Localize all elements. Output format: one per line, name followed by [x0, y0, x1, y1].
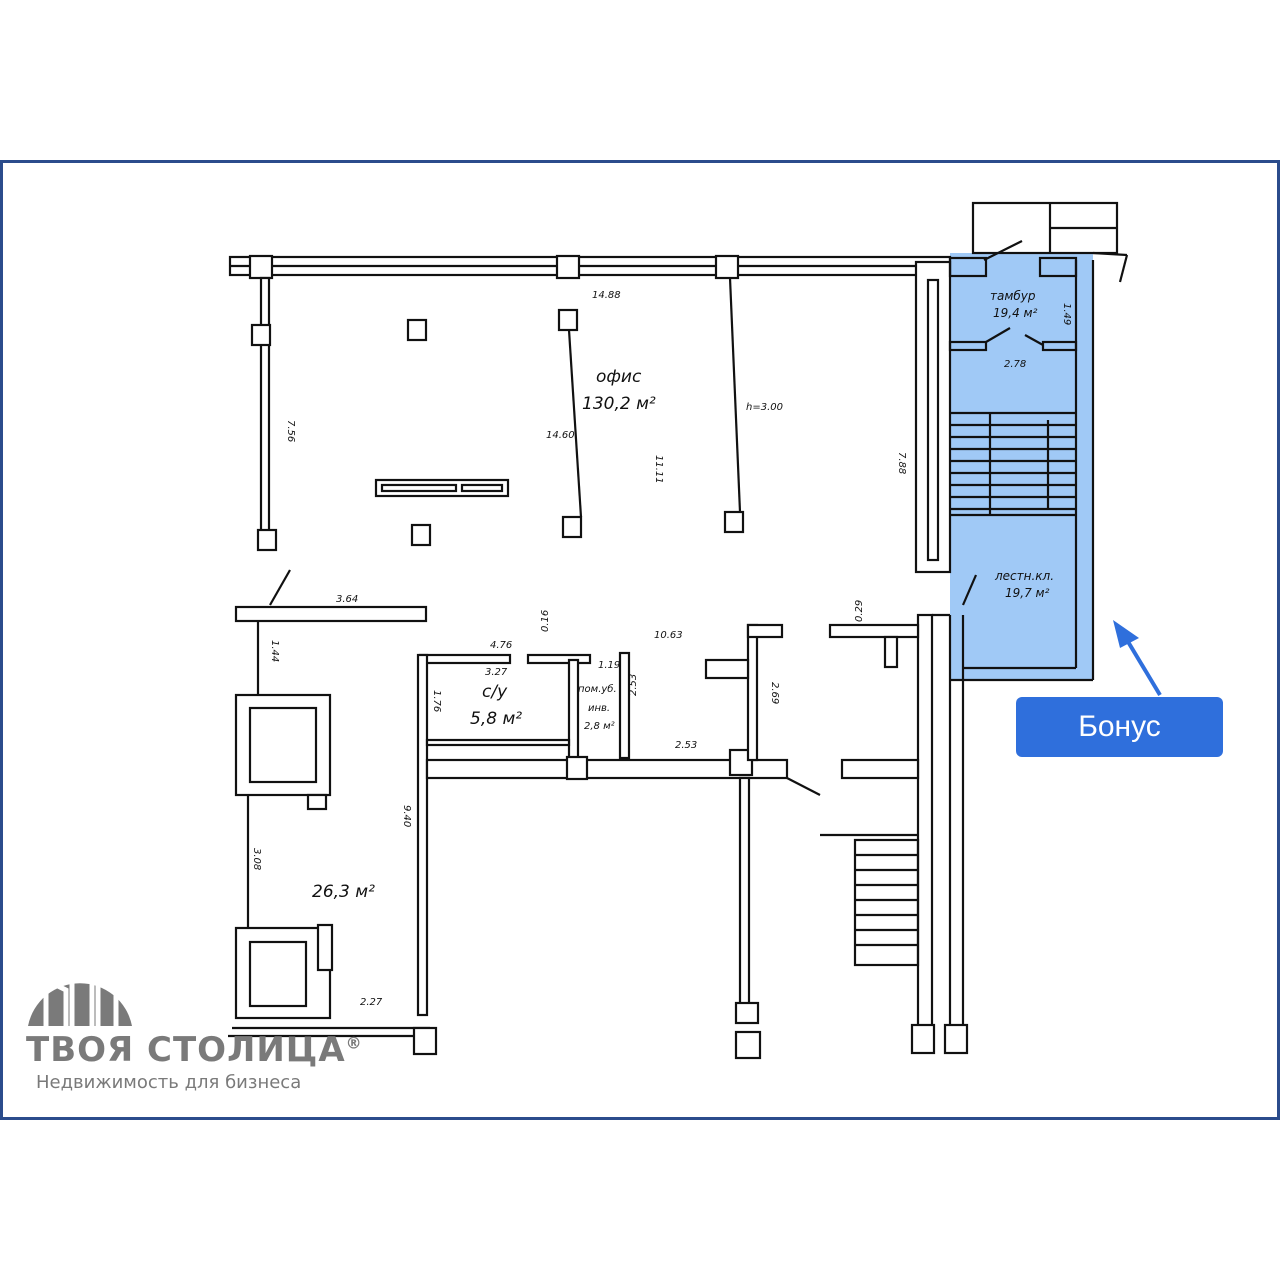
logo-title-text: ТВОЯ СТОЛИЦА [26, 1030, 346, 1070]
dim-label: 1.76 [431, 690, 442, 712]
room-name-office: офис [596, 367, 642, 387]
dim-label: 9.40 [401, 805, 412, 827]
staircase [950, 411, 1076, 517]
walls [228, 201, 1129, 1060]
dim-label: 2.53 [675, 740, 697, 751]
dim-label: 7.88 [896, 452, 907, 474]
room-area-office: 130,2 м² [582, 394, 656, 414]
dim-label: h=3.00 [746, 402, 783, 413]
logo-subtitle: Недвижимость для бизнеса [36, 1072, 302, 1093]
dim-label: 7.56 [285, 420, 296, 442]
dimension-labels: 14.88 7.56 14.60 11.11 h=3.00 7.88 3.64 … [251, 290, 1072, 1008]
room-area-cleaning: 2,8 м² [584, 721, 615, 732]
room-name-vestibule: тамбур [990, 289, 1036, 303]
dim-label: 3.27 [485, 667, 508, 678]
bonus-area-highlight[interactable] [950, 253, 1093, 680]
dim-label: 2.78 [1004, 359, 1026, 370]
room-area-wc: 5,8 м² [470, 709, 522, 729]
room-area-vestibule: 19,4 м² [993, 306, 1038, 320]
dim-label: 11.11 [653, 455, 664, 484]
dim-label: 3.08 [251, 848, 262, 870]
dim-label: 1.44 [269, 640, 280, 662]
dim-label: 1.19 [598, 660, 620, 671]
bonus-label: Бонус [1016, 697, 1223, 757]
room-area-stairwell: 19,7 м² [1005, 586, 1050, 600]
dim-label: 3.64 [336, 594, 358, 605]
dim-label: 2.53 [628, 674, 639, 696]
plan-frame [0, 160, 1280, 1120]
room-name-cleaning-2: инв. [588, 703, 610, 714]
room-name-stairwell: лестн.кл. [994, 569, 1054, 583]
dim-label: 4.76 [490, 640, 512, 651]
dim-label: 0.29 [854, 600, 865, 622]
dim-label: 1.49 [1061, 303, 1072, 325]
room-name-wc: с/у [482, 682, 508, 702]
registered-mark: ® [345, 1033, 363, 1053]
logo-title: ТВОЯ СТОЛИЦА® [26, 1030, 363, 1070]
bonus-arrow-icon [1113, 620, 1162, 697]
dim-label: 14.88 [592, 290, 621, 301]
dim-label: 2.69 [769, 682, 780, 704]
dim-label: 0.16 [540, 610, 551, 632]
dim-label: 2.27 [360, 997, 383, 1008]
dim-label: 14.60 [546, 430, 575, 441]
logo-icon [28, 954, 132, 1026]
dim-label: 10.63 [654, 630, 683, 641]
room-area-left: 26,3 м² [312, 882, 375, 902]
room-name-cleaning: пом.уб. [578, 683, 617, 695]
